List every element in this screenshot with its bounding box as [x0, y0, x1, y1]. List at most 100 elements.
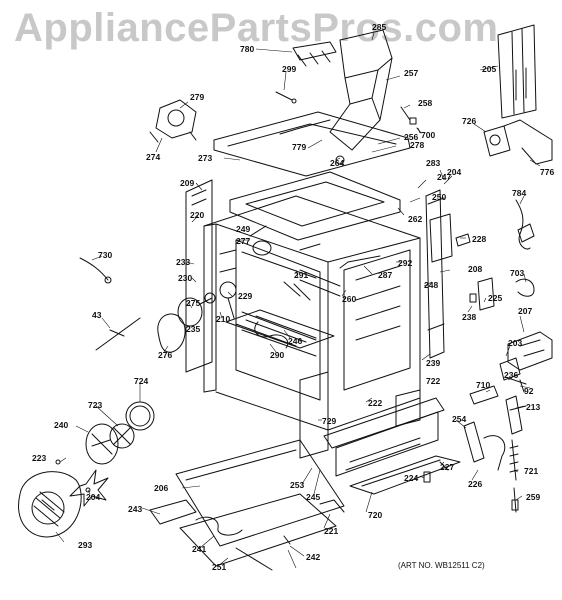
- part-callout-229: 229: [238, 291, 252, 301]
- side-panel-248: [425, 189, 453, 359]
- lower-panel-213: [299, 371, 329, 459]
- part-callout-251: 251: [212, 562, 226, 572]
- fan-housing-720: [18, 471, 82, 538]
- part-callout-243: 243: [128, 504, 142, 514]
- oven-top-frame: [229, 171, 401, 241]
- bracket-225: [477, 277, 495, 311]
- burner-bracket-780: [292, 41, 337, 67]
- power-cord-784: [515, 199, 535, 250]
- part-callout-207: 207: [518, 306, 532, 316]
- fan-blade-721: [69, 469, 109, 507]
- broiler-pan-204: [175, 439, 345, 547]
- part-callout-723: 723: [88, 400, 102, 410]
- part-callout-240: 240: [54, 420, 68, 430]
- part-callout-241: 241: [192, 544, 206, 554]
- part-callout-256: 256: [404, 132, 418, 142]
- part-callout-221: 221: [324, 526, 338, 536]
- cabinet-body-208: [203, 195, 421, 431]
- part-callout-233: 233: [176, 257, 190, 267]
- part-callout-291: 291: [294, 270, 308, 280]
- part-callout-283: 283: [426, 158, 440, 168]
- part-callout-275: 275: [186, 298, 200, 308]
- element-722: [85, 423, 119, 465]
- part-callout-722: 722: [426, 376, 440, 386]
- part-callout-254: 254: [452, 414, 466, 424]
- oven-rack-290: [225, 309, 335, 349]
- part-callout-720: 720: [368, 510, 382, 520]
- screw-251: [283, 535, 291, 545]
- part-callout-204: 204: [447, 167, 461, 177]
- door-hinge-222: [463, 421, 506, 471]
- part-callout-273: 273: [198, 153, 212, 163]
- cooktop-panel-273: [213, 111, 411, 177]
- spring-227: [509, 439, 519, 481]
- part-callout-264: 264: [330, 158, 344, 168]
- regulator-726: [483, 119, 553, 165]
- back-panel-205: [497, 24, 537, 119]
- part-callout-226: 226: [468, 479, 482, 489]
- part-callout-703: 703: [510, 268, 524, 278]
- sensor-730: [79, 257, 112, 284]
- part-callout-249: 249: [236, 224, 250, 234]
- part-callout-285: 285: [372, 22, 386, 32]
- part-callout-292: 292: [398, 258, 412, 268]
- part-callout-278: 278: [410, 140, 424, 150]
- part-callout-779: 779: [292, 142, 306, 152]
- hinge-238: [469, 293, 477, 303]
- part-callout-208: 208: [468, 264, 482, 274]
- part-callout-257: 257: [404, 68, 418, 78]
- part-callout-276: 276: [158, 350, 172, 360]
- part-callout-203: 203: [508, 338, 522, 348]
- part-callout-721: 721: [524, 466, 538, 476]
- part-callout-228: 228: [472, 234, 486, 244]
- part-callout-262: 262: [408, 214, 422, 224]
- part-callout-279: 279: [190, 92, 204, 102]
- part-callout-287: 287: [378, 270, 392, 280]
- part-callout-205: 205: [482, 64, 496, 74]
- part-callout-259: 259: [526, 492, 540, 502]
- part-callout-210: 210: [216, 314, 230, 324]
- fan-cover-724: [125, 401, 155, 431]
- part-callout-223: 223: [32, 453, 46, 463]
- bolt-226: [511, 487, 519, 513]
- part-callout-724: 724: [134, 376, 148, 386]
- part-callout-230: 230: [178, 273, 192, 283]
- screw-245: [423, 471, 431, 483]
- part-callout-235: 235: [186, 324, 200, 334]
- rail-259: [149, 499, 197, 525]
- part-callout-260: 260: [342, 294, 356, 304]
- screw-299: [275, 91, 297, 104]
- part-callout-700: 700: [421, 130, 435, 140]
- part-callout-206: 206: [154, 483, 168, 493]
- part-callout-293: 293: [78, 540, 92, 550]
- part-callout-225: 225: [488, 293, 502, 303]
- hinge-254: [505, 395, 527, 435]
- part-callout-247: 247: [437, 172, 451, 182]
- part-callout-245: 245: [306, 492, 320, 502]
- part-callout-43: 43: [92, 310, 102, 320]
- part-callout-239: 239: [426, 358, 440, 368]
- part-callout-710: 710: [476, 380, 490, 390]
- part-callout-242: 242: [306, 552, 320, 562]
- part-callout-730: 730: [98, 250, 112, 260]
- part-callout-248: 248: [424, 280, 438, 290]
- part-callout-224: 224: [404, 473, 418, 483]
- switch-203: [499, 357, 527, 393]
- part-callout-92: 92: [524, 386, 534, 396]
- valve-279: [149, 99, 197, 143]
- part-callout-277: 277: [236, 236, 250, 246]
- vent-duct-257: [329, 29, 393, 151]
- bracket-207: [507, 331, 553, 371]
- clip-703: [515, 278, 535, 297]
- screw-223: [439, 461, 449, 471]
- part-callout-274: 274: [146, 152, 160, 162]
- part-callout-776: 776: [540, 167, 554, 177]
- fan-motor-275: [177, 292, 216, 327]
- part-callout-204: 204: [86, 492, 100, 502]
- part-callout-220: 220: [190, 210, 204, 220]
- part-callout-726: 726: [462, 116, 476, 126]
- part-callout-784: 784: [512, 188, 526, 198]
